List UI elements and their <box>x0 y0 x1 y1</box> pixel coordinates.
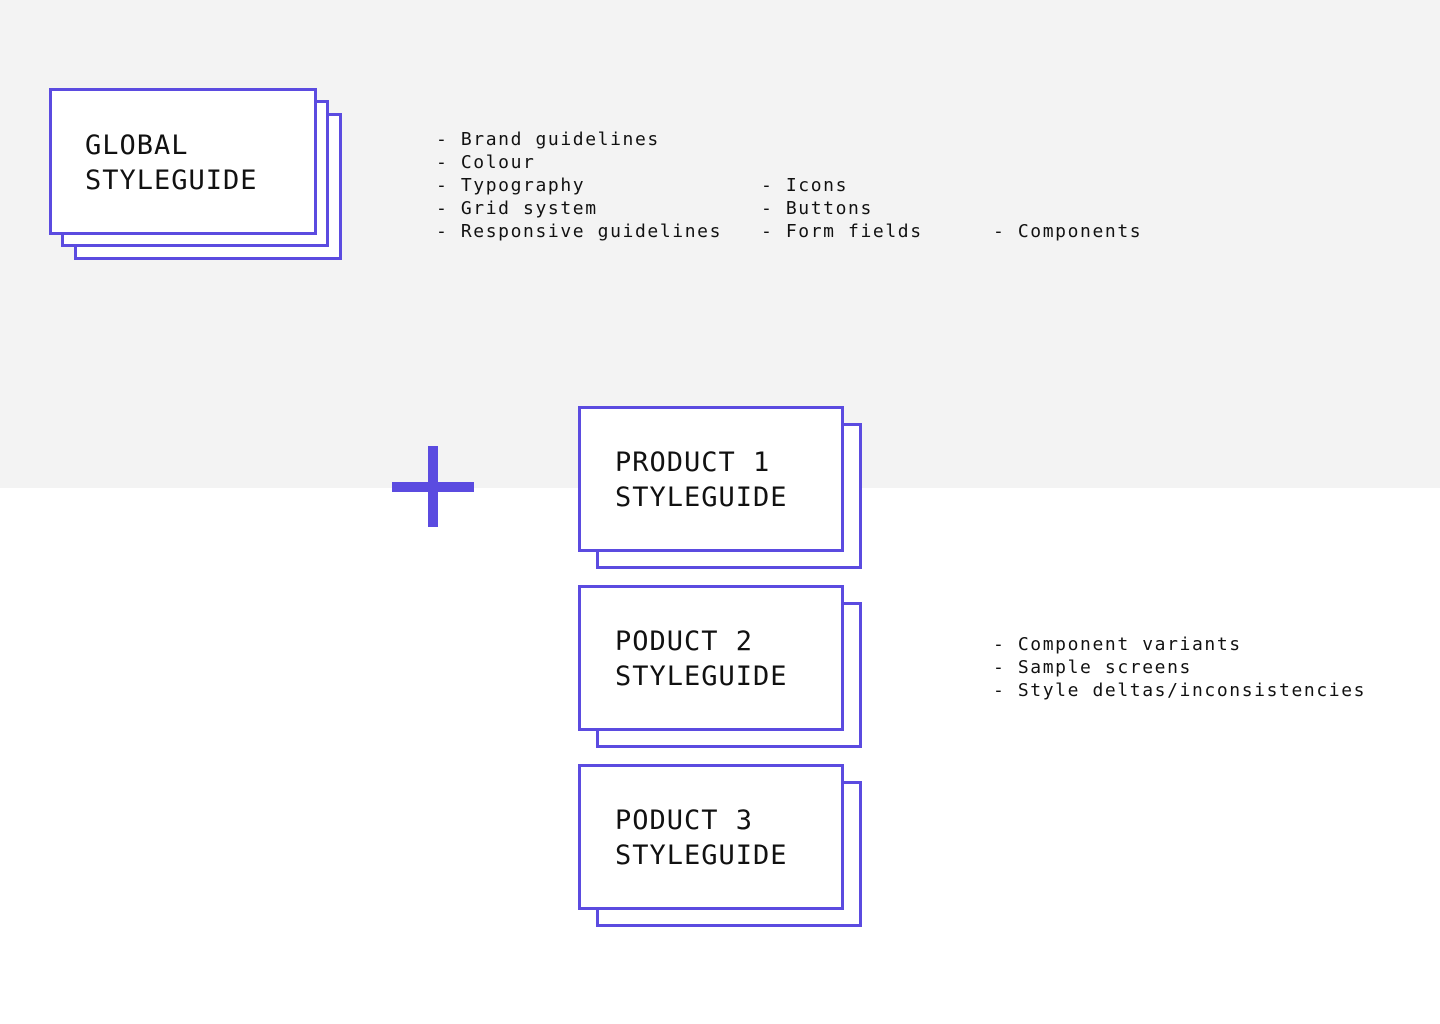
list-item: Icons <box>761 174 923 197</box>
card-title: GLOBAL STYLEGUIDE <box>85 128 258 198</box>
plus-icon <box>392 446 474 528</box>
product-notes-list: Component variants Sample screens Style … <box>993 633 1366 702</box>
list-item: Responsive guidelines <box>436 220 722 243</box>
card-title: PRODUCT 1 STYLEGUIDE <box>615 445 788 515</box>
product-2-styleguide-card: PODUCT 2 STYLEGUIDE <box>578 585 844 731</box>
plus-icon-vertical-bar <box>428 446 438 527</box>
card-title-line-1: PODUCT 3 <box>615 805 754 836</box>
list-item: Brand guidelines <box>436 128 722 151</box>
card-title-line-2: STYLEGUIDE <box>615 482 788 513</box>
list-item: Sample screens <box>993 656 1366 679</box>
card-title-line-1: PODUCT 2 <box>615 626 754 657</box>
card-title: PODUCT 2 STYLEGUIDE <box>615 624 788 694</box>
list-item: Component variants <box>993 633 1366 656</box>
list-item: Components <box>993 220 1142 243</box>
list-item: Typography <box>436 174 722 197</box>
global-list-components: Components <box>993 220 1142 243</box>
card-title-line-1: PRODUCT 1 <box>615 447 771 478</box>
product-3-styleguide-card: PODUCT 3 STYLEGUIDE <box>578 764 844 910</box>
global-styleguide-card: GLOBAL STYLEGUIDE <box>49 88 317 235</box>
list-item: Form fields <box>761 220 923 243</box>
product-1-styleguide-card: PRODUCT 1 STYLEGUIDE <box>578 406 844 552</box>
list-item: Grid system <box>436 197 722 220</box>
global-list-foundations: Brand guidelines Colour Typography Grid … <box>436 128 722 243</box>
list-item: Buttons <box>761 197 923 220</box>
list-item: Colour <box>436 151 722 174</box>
card-title-line-2: STYLEGUIDE <box>85 165 258 196</box>
card-title-line-2: STYLEGUIDE <box>615 840 788 871</box>
card-title-line-2: STYLEGUIDE <box>615 661 788 692</box>
list-item: Style deltas/inconsistencies <box>993 679 1366 702</box>
card-title: PODUCT 3 STYLEGUIDE <box>615 803 788 873</box>
global-list-elements: Icons Buttons Form fields <box>761 174 923 243</box>
card-title-line-1: GLOBAL <box>85 130 189 161</box>
